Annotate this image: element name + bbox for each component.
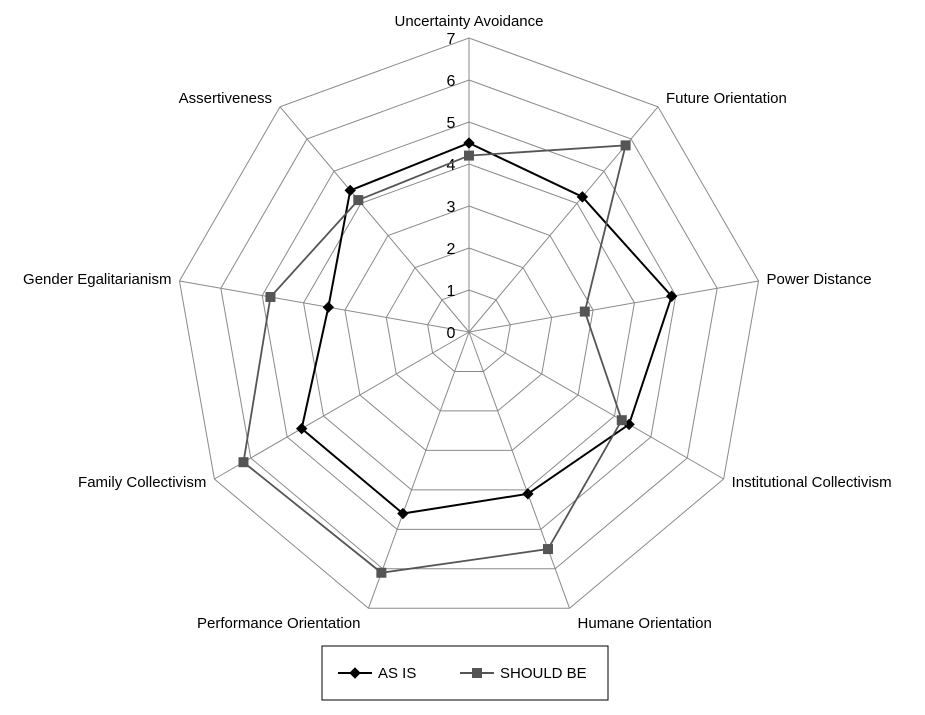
data-point xyxy=(265,291,276,302)
data-point xyxy=(295,422,308,435)
series-0 xyxy=(295,137,678,520)
data-point xyxy=(238,457,249,468)
data-point xyxy=(543,544,554,555)
series-line xyxy=(242,144,627,574)
grid-ring xyxy=(178,37,760,609)
tick-label: 0 xyxy=(447,325,456,342)
grid-ring xyxy=(303,163,635,491)
axis-label: Performance Orientation xyxy=(197,615,360,632)
data-point xyxy=(522,488,534,500)
data-point xyxy=(464,150,474,161)
axis-label: Assertiveness xyxy=(179,90,272,107)
axis-label: Humane Orientation xyxy=(578,615,712,632)
data-point xyxy=(463,137,475,149)
axis-label: Gender Egalitarianism xyxy=(23,271,171,288)
data-point xyxy=(616,415,627,426)
axis-label: Uncertainty Avoidance xyxy=(395,13,544,30)
data-point xyxy=(322,301,335,313)
axis-label: Institutional Collectivism xyxy=(732,474,892,491)
grid-ring xyxy=(385,247,553,412)
data-point xyxy=(344,184,356,197)
grid-spoke xyxy=(279,106,470,333)
tick-label: 4 xyxy=(447,157,456,174)
legend-label: AS IS xyxy=(378,665,416,682)
axis-label: Future Orientation xyxy=(666,90,787,107)
axis-label: Power Distance xyxy=(767,271,872,288)
data-point xyxy=(576,191,589,203)
grid-spoke xyxy=(468,331,724,480)
grid-spoke xyxy=(367,331,470,609)
grid-ring xyxy=(427,289,511,372)
tick-label: 2 xyxy=(447,241,456,258)
tick-label: 7 xyxy=(447,31,456,48)
legend-marker xyxy=(472,668,482,678)
legend: AS IS SHOULD BE xyxy=(321,645,609,701)
legend-item: SHOULD BE xyxy=(460,665,587,682)
legend-label: SHOULD BE xyxy=(500,665,587,682)
grid-spoke xyxy=(468,331,571,609)
series-line xyxy=(300,141,673,515)
grid-ring xyxy=(344,205,594,451)
data-point xyxy=(665,290,678,302)
tick-label: 3 xyxy=(447,199,456,216)
tick-label: 6 xyxy=(447,73,456,90)
axis-label: Family Collectivism xyxy=(78,474,206,491)
tick-label: 5 xyxy=(447,115,456,132)
legend-marker xyxy=(349,667,361,679)
series-1 xyxy=(238,140,631,578)
grid-ring xyxy=(261,121,677,530)
series-layer xyxy=(238,137,678,578)
grid-layer xyxy=(178,37,760,609)
data-point xyxy=(397,507,409,520)
legend-items: AS IS SHOULD BE xyxy=(338,665,587,682)
data-point xyxy=(620,140,631,151)
grid-ring xyxy=(220,79,718,570)
tick-label: 1 xyxy=(447,283,456,300)
grid-spoke xyxy=(468,280,759,333)
data-point xyxy=(376,567,387,578)
tick-labels: 0 1 2 3 4 5 6 7 xyxy=(447,31,456,342)
data-point xyxy=(353,195,364,206)
legend-item: AS IS xyxy=(338,665,416,682)
grid-spoke xyxy=(214,331,470,480)
data-point xyxy=(579,306,590,317)
